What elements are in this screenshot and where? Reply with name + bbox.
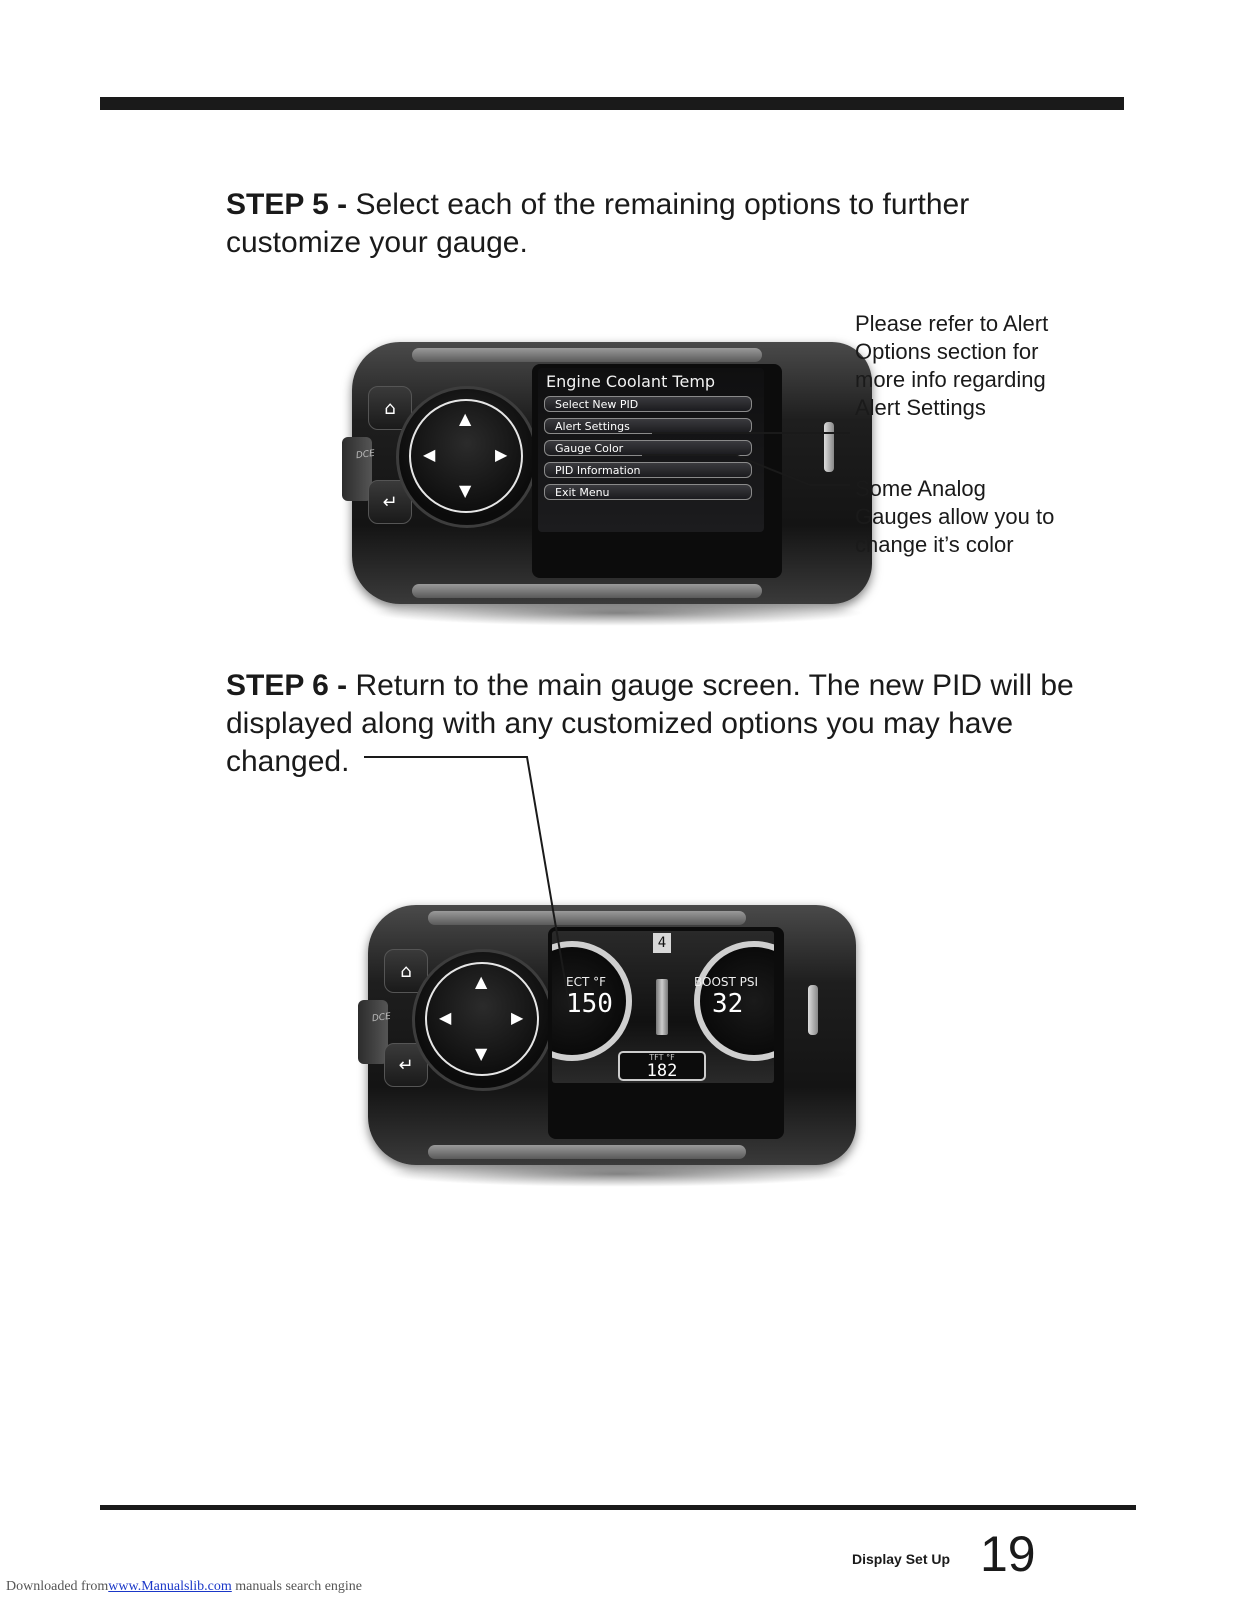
menu-item-gauge-color: Gauge Color [544, 440, 752, 456]
manualslib-link[interactable]: www.Manualslib.com [108, 1579, 232, 1594]
left-arrow-icon: ◀ [439, 1008, 452, 1027]
side-tab [342, 437, 372, 501]
download-attribution: Downloaded fromwww.Manualslib.com manual… [6, 1579, 362, 1595]
home-icon: ⌂ [400, 960, 412, 982]
left-arrow-icon: ◀ [423, 445, 436, 464]
bottom-rule [100, 1505, 1136, 1510]
left-gauge-label: ECT °F [566, 975, 607, 989]
step-6-paragraph: STEP 6 - Return to the main gauge screen… [226, 667, 1106, 781]
down-arrow-icon: ▼ [475, 1044, 488, 1063]
dpad: ▲ ▼ ◀ ▶ [396, 386, 538, 528]
right-gauge-label: BOOST PSI [694, 975, 759, 989]
step-6-label: STEP 6 - [226, 669, 348, 702]
right-arrow-icon: ▶ [511, 1008, 524, 1027]
menu-item-select-new-pid: Select New PID [544, 396, 752, 412]
down-arrow-icon: ▼ [459, 481, 472, 500]
bottom-rail [428, 1145, 746, 1159]
gauge-screen: 4 ECT °F 150 BOOST PSI 32 TFT °F 182 [552, 931, 774, 1083]
menu-screen: Engine Coolant Temp Select New PID Alert… [538, 368, 764, 532]
callout-alert-settings: Please refer to Alert Options section fo… [855, 311, 1049, 420]
left-gauge-value: 150 [566, 989, 613, 1019]
gauge-page-number: 4 [653, 933, 671, 953]
menu-title: Engine Coolant Temp [546, 372, 716, 391]
top-rail [428, 911, 746, 925]
device-shadow [386, 1161, 850, 1187]
step-5-label: STEP 5 - [226, 188, 348, 221]
footer-section-title: Display Set Up [852, 1551, 951, 1567]
center-bar [656, 979, 668, 1035]
step-5-paragraph: STEP 5 - Select each of the remaining op… [226, 186, 1106, 262]
menu-item-exit-menu: Exit Menu [544, 484, 752, 500]
top-rail [412, 348, 762, 362]
side-slot [808, 985, 818, 1035]
download-suffix: manuals search engine [231, 1579, 363, 1594]
step-5-text: Select each of the remaining options to … [226, 188, 970, 259]
dpad: ▲ ▼ ◀ ▶ [412, 949, 554, 1091]
side-tab [358, 1000, 388, 1064]
bottom-readout-label: TFT °F [649, 1053, 675, 1062]
up-arrow-icon: ▲ [475, 972, 488, 991]
bottom-readout: TFT °F 182 [618, 1051, 706, 1081]
callout-gauge-color: Some Analog Gauges allow you to change i… [855, 476, 1055, 557]
menu-item-alert-settings: Alert Settings [544, 418, 752, 434]
right-arrow-icon: ▶ [495, 445, 508, 464]
home-icon: ⌂ [384, 397, 396, 419]
device-shadow [370, 600, 866, 626]
page-number: 19 [980, 1526, 1036, 1582]
bottom-rail [412, 584, 762, 598]
right-gauge-value: 32 [712, 989, 744, 1019]
step-6-text: Return to the main gauge screen. The new… [226, 669, 1074, 778]
device-gauge-image: DCE ⌂ ↵ ▲ ▼ ◀ ▶ 4 ECT °F 150 BOOST PSI 3… [358, 905, 856, 1187]
bottom-readout-value: 182 [646, 1061, 678, 1081]
side-slot [824, 422, 834, 472]
up-arrow-icon: ▲ [459, 409, 472, 428]
download-prefix: Downloaded from [6, 1579, 109, 1594]
dpad-ring [409, 399, 523, 513]
enter-icon: ↵ [398, 1054, 414, 1076]
enter-icon: ↵ [382, 491, 398, 513]
top-rule [100, 97, 1124, 110]
device-menu-image: DCE ⌂ ↵ ▲ ▼ ◀ ▶ Engine Coolant Temp Sele… [342, 342, 872, 626]
menu-item-pid-information: PID Information [544, 462, 752, 478]
